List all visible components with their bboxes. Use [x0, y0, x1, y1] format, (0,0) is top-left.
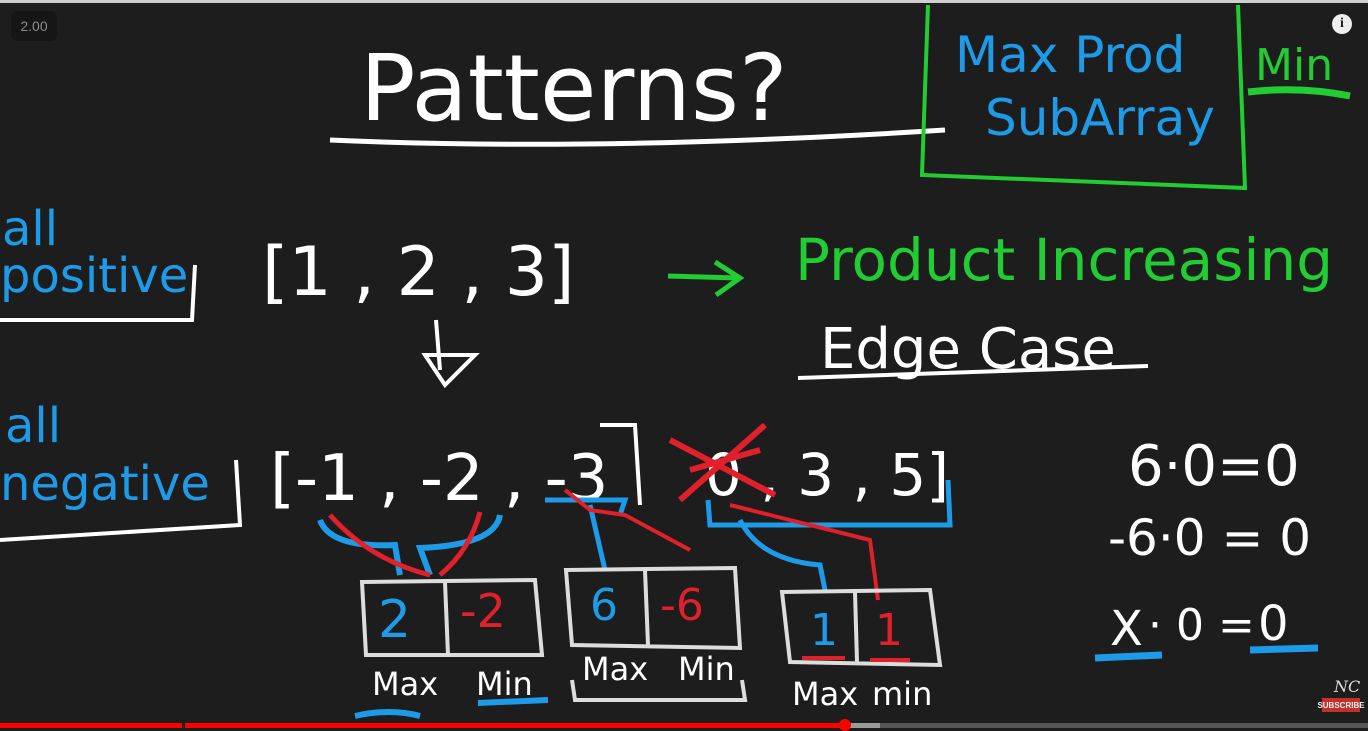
cell-group-2: 6 -6 Max Min	[563, 565, 748, 702]
red-arrow-3	[729, 503, 880, 601]
max-prod-box	[919, 4, 1248, 191]
positive-array: [1 , 2 , 3]	[262, 233, 575, 312]
cell3-max: 1	[810, 605, 838, 656]
red-cross-mark	[668, 422, 777, 503]
cell3-min: 1	[875, 605, 903, 656]
top-edge	[0, 0, 1368, 3]
chapter-divider	[182, 723, 185, 728]
equation-3-rest: · 0 =	[1148, 600, 1255, 651]
cell1-min: -2	[460, 584, 506, 638]
cell3-min-label: min	[872, 675, 932, 713]
cell2-min-label: Min	[678, 650, 735, 688]
cell2-max: 6	[590, 580, 618, 631]
box-title-1: Max Prod	[955, 26, 1185, 84]
cell2-min: -6	[660, 580, 704, 631]
equation-3-x: X	[1110, 601, 1143, 657]
equation-2: -6·0 = 0	[1108, 509, 1311, 567]
scrubber-handle[interactable]	[839, 719, 852, 731]
equation-3-underlines	[1094, 644, 1319, 662]
all-positive-line2: positive	[0, 248, 188, 304]
all-positive-line1: all	[2, 201, 58, 257]
channel-logo[interactable]: NC	[1334, 677, 1361, 696]
positive-bracket	[0, 264, 197, 322]
min-underline	[1247, 86, 1351, 100]
blue-brace-3	[705, 479, 953, 591]
info-icon[interactable]: i	[1332, 14, 1352, 34]
min-label: Min	[1255, 40, 1333, 91]
all-negative-line2: negative	[0, 456, 210, 512]
subscribe-button[interactable]: SUBSCRIBE	[1317, 698, 1365, 712]
blue-brace-1	[317, 514, 503, 577]
cell1-max-label: Max	[372, 665, 438, 703]
green-arrow	[667, 259, 745, 298]
neg-array-close	[600, 423, 642, 506]
title-text: Patterns?	[360, 35, 788, 142]
cell3-max-label: Max	[792, 675, 858, 713]
blue-arrow-2	[545, 497, 629, 571]
edge-case-underline	[797, 364, 1149, 380]
red-brace-1	[328, 511, 483, 578]
video-progress-bar[interactable]	[0, 719, 1368, 731]
cell2-max-label: Max	[582, 650, 648, 688]
playback-speed-badge: 2.00	[11, 11, 57, 41]
equation-1: 6·0=0	[1128, 434, 1300, 499]
cell-group-3: 1 1 Max min	[779, 587, 943, 713]
product-increasing: Product Increasing	[795, 226, 1333, 294]
cell-group-1: 2 -2 Max Min	[354, 577, 549, 719]
all-negative-line1: all	[5, 398, 61, 454]
box-title-2: SubArray	[985, 89, 1215, 147]
negative-bracket	[0, 459, 243, 542]
negative-array: [-1 , -2 , -3	[270, 442, 608, 516]
cell1-min-label: Min	[476, 665, 533, 703]
title-underline	[329, 127, 946, 147]
down-arrow	[421, 319, 480, 389]
played-bar	[0, 723, 846, 728]
red-arrow-2	[563, 488, 691, 552]
equation-3-zero: 0	[1258, 596, 1289, 652]
cell1-max: 2	[378, 590, 411, 650]
